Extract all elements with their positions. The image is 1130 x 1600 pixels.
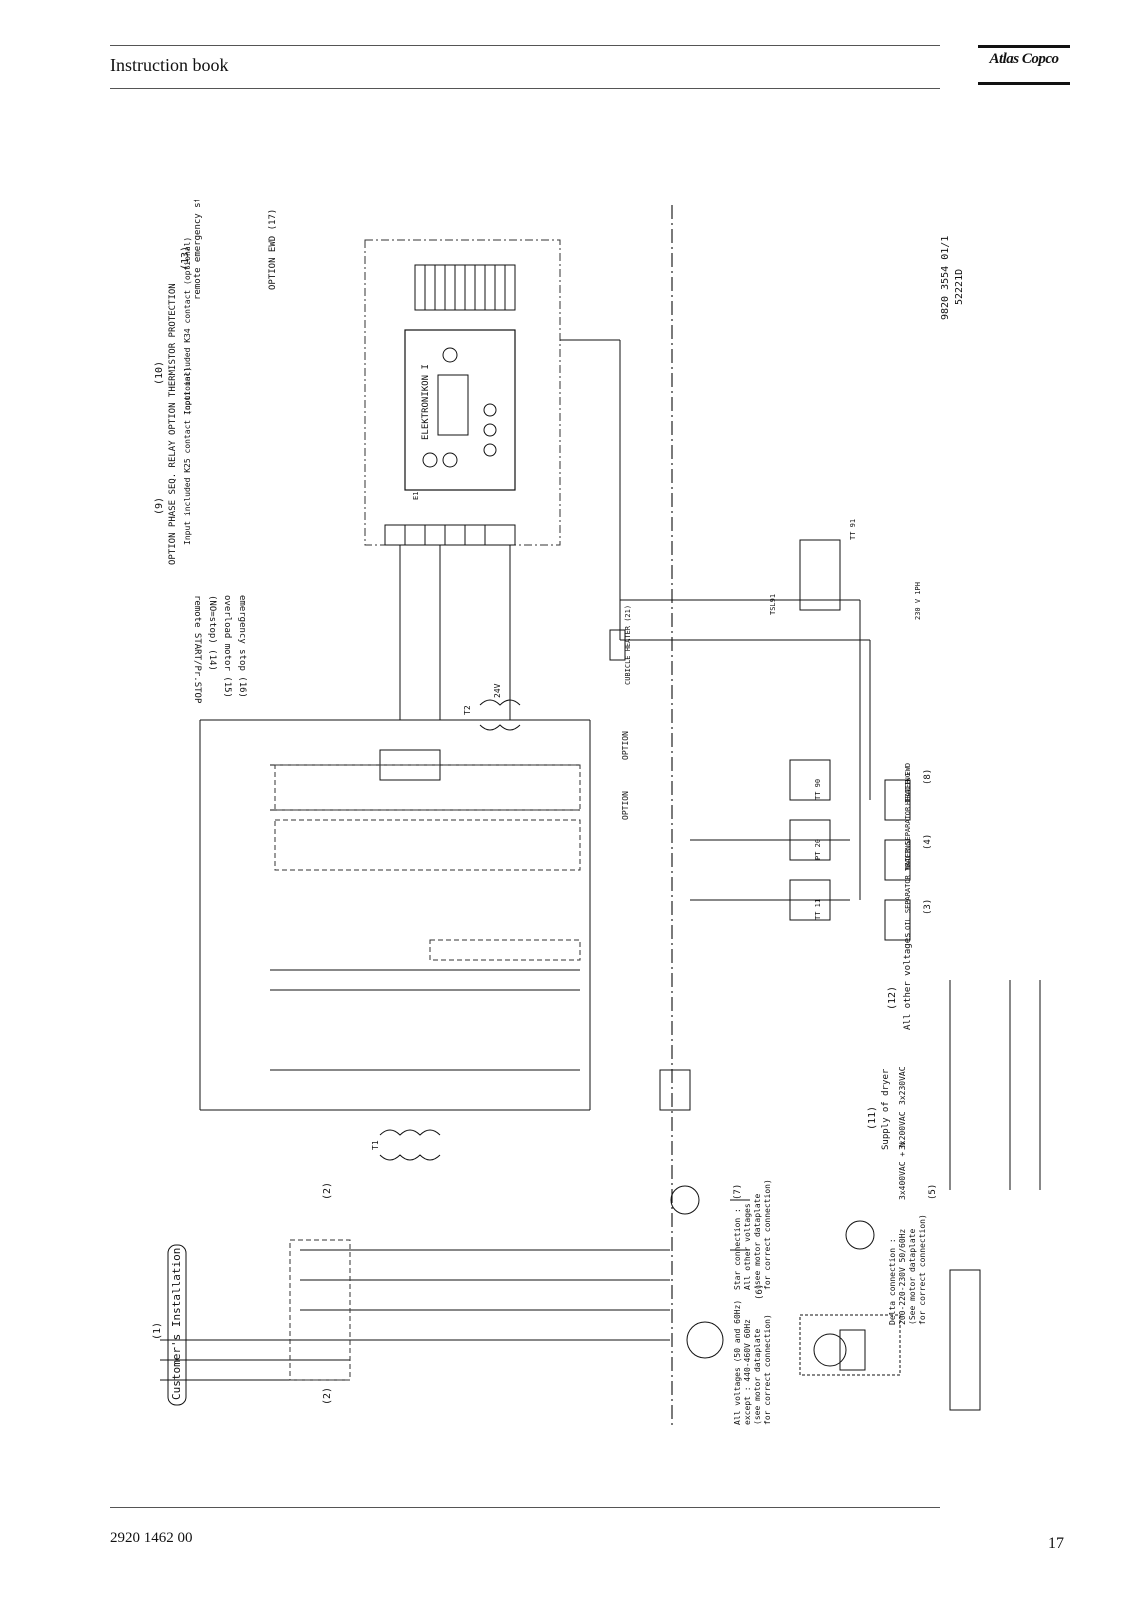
ref-2a: (2) [322,1387,333,1405]
elektronikon-panel [404,329,516,491]
drawing-code: 52221D [954,269,965,305]
ref-12: (12) [887,986,898,1010]
t1-label: T1 [371,1140,380,1150]
transformer-t1 [379,1129,441,1161]
drawing-number: 9820 3554 01/1 [940,236,951,320]
ref-1: (1) [152,1322,163,1340]
e1-label: E1 [412,492,420,500]
option-phase-sub: Input included K25 contact (optional) [183,367,192,545]
tsl91-label: TSL91 [769,594,777,615]
t2-label: T2 [463,705,472,715]
footer-doc-number: 2920 1462 00 [110,1530,193,1546]
footer-rule [110,1507,940,1508]
no-stop-label: (NO=stop) (14) [207,595,217,671]
delta-conn-4: for correct connection) [918,1214,927,1325]
customers-installation-label: Customer's Installation [170,1248,183,1400]
star-conn-4: for correct connection) [763,1179,772,1290]
ref-4: (4) [923,834,933,850]
cubicle-heater-label: CUBICLE HEATER (21) [624,605,632,685]
terminal-strip-top [414,264,516,311]
all-other-voltages-label: All other voltages [903,932,913,1030]
header-title: Instruction book [110,55,229,75]
ref-3: (3) [923,899,933,915]
v3x230-label: 3x230VAC [898,1066,907,1105]
supply-dryer-label: Supply of dryer [881,1068,891,1150]
option-thermistor-sub: Input included K34 contact (optional) [183,237,192,415]
all-volt-1: All voltages (50 and 60Hz) [733,1300,742,1425]
header-rule-bottom [110,88,940,89]
tt91-label: TT 91 [849,519,857,540]
delta-conn-2: 200-220-230V 50/60Hz [898,1228,907,1325]
ref-11: (11) [867,1106,878,1130]
ref-9: (9) [154,497,165,515]
footer-page-number: 17 [1048,1535,1064,1552]
option-dashed-boxes [274,764,581,1381]
star-conn-2: All other voltages [743,1203,752,1290]
ref-5: (5) [928,1184,938,1200]
all-volt-3: (see motor dataplate [753,1328,762,1425]
ref-8: (8) [923,769,933,785]
oil-separator-label: OIL SEPARATOR TRACING [904,841,912,930]
option-label-1: OPTION [621,731,630,760]
customers-installation-frame [167,1244,187,1406]
delta-conn-1: Delta connection : [888,1238,897,1325]
remote-start-label: remote START/Pr.STOP [192,595,202,704]
option-label-2: OPTION [621,791,630,820]
overload-label: overload motor (15) [222,595,232,698]
motor-m1 [686,1321,724,1359]
option-phase-label: OPTION PHASE SEQ. RELAY [168,440,178,565]
remote-estop-label: remote emergency stop [193,200,203,300]
controller-label: ELEKTRONIKON I [421,364,431,440]
wiring-schematic: ELEKTRONIKON I E1 [152,200,1041,1425]
estop16-label: emergency stop (16) [237,595,247,698]
brand-logo: Atlas Copco [978,45,1070,85]
mains-230-label: 230 V 1PH [914,582,922,620]
transformer-t2 [479,699,521,731]
wiring-lines [160,339,1041,1381]
star-conn-1: Star connection : [733,1208,742,1290]
controller-cabinet [364,239,561,546]
v3x400-label: 3x400VAC + N [898,1142,907,1200]
ref-10: (10) [154,361,165,385]
ref-13: (13) [180,246,191,270]
v3x200-label: 3x200VAC [898,1111,907,1150]
ref-2b: (2) [322,1182,333,1200]
all-volt-4: for correct connection) [763,1314,772,1425]
header-rule-top [110,45,940,46]
ref-7: (7) [733,1184,743,1200]
pt20-label: PT 20 [814,839,822,860]
option-ewd-label: OPTION EWD (17) [268,209,278,290]
terminal-strip-bottom [384,524,516,546]
option-thermistor-label: OPTION THERMISTOR PROTECTION [168,283,178,435]
v24-label: 24V [493,683,502,698]
logo-text: Atlas Copco [989,51,1059,67]
tt11-label: TT 11 [814,899,822,920]
water-separator-label: WATER SEPARATOR TRACING [904,773,912,870]
all-volt-2: except : 440-460V 60Hz [743,1319,752,1425]
star-conn-3: (see motor dataplate [753,1193,762,1290]
motor-star-detail [813,1329,866,1371]
tt90-label: TT 90 [814,779,822,800]
motor-fan [670,1185,700,1215]
delta-conn-3: (See motor dataplate [908,1228,917,1325]
heater-ewd-label: HEATER EWD [904,763,912,805]
motor-delta [845,1220,875,1250]
ref-6: (6) [755,1284,765,1300]
logo-frame [978,45,1070,85]
